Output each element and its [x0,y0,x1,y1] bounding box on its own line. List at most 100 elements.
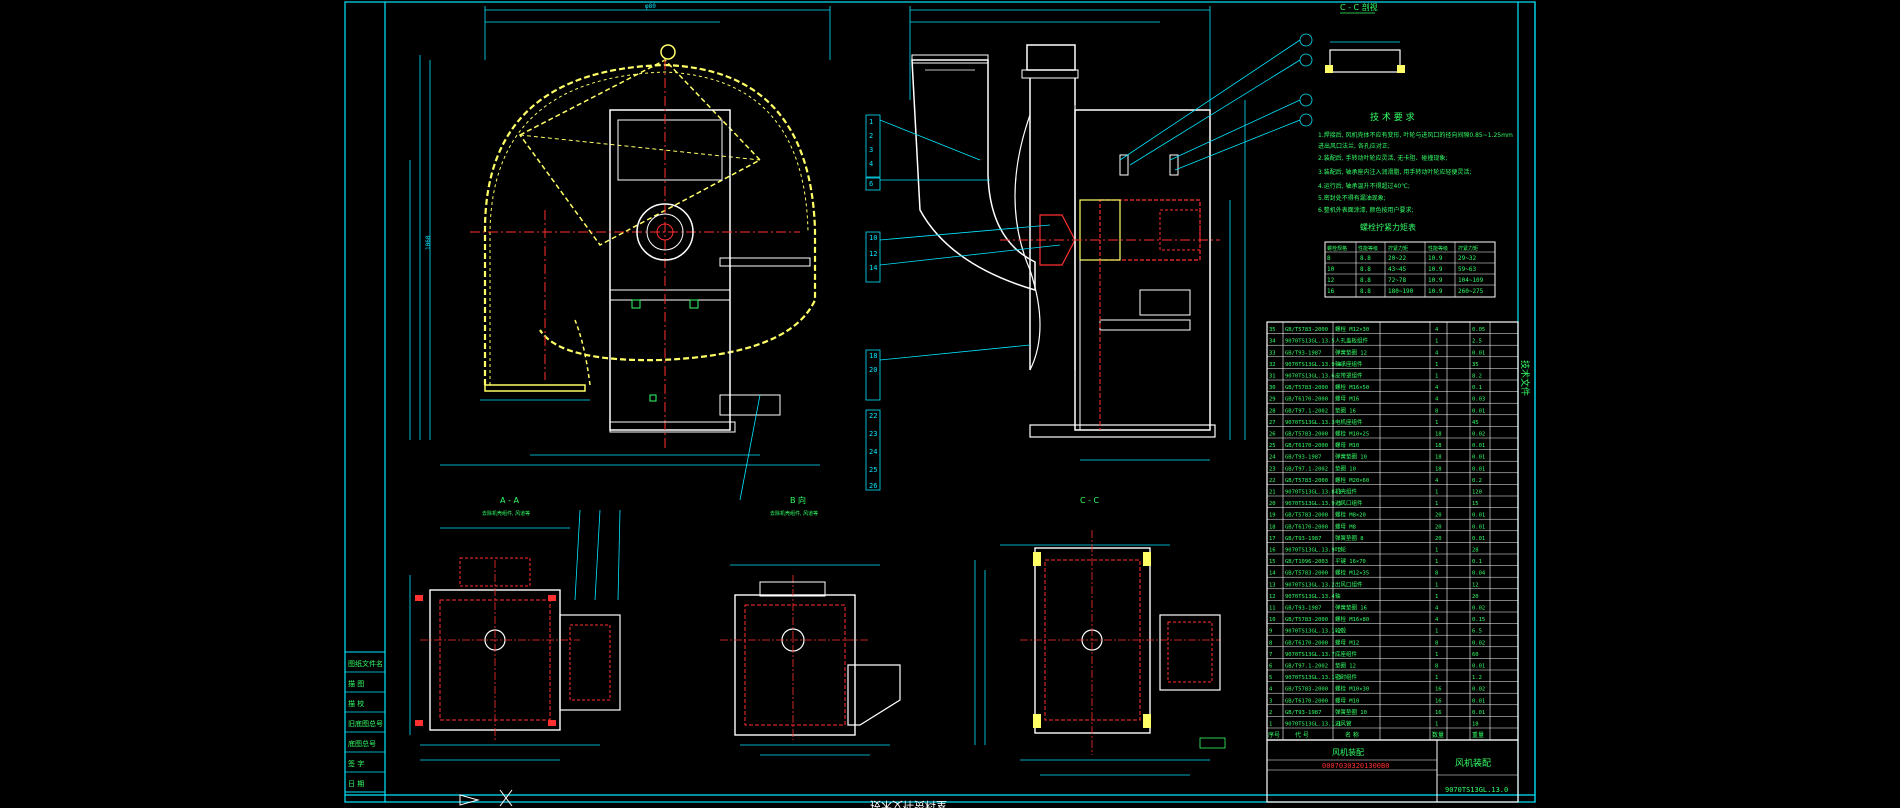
bolt-cell: 43~45 [1388,266,1406,273]
bom-cell: 4 [1435,397,1439,403]
bom-cell: 31 [1269,374,1276,380]
bom-cell: 9070TS13GL.13.9-4 [1285,362,1342,368]
bom-cell: 叶轮 [1335,546,1347,554]
bom-cell: 螺母 M8 [1335,522,1356,530]
bom-cell: 垫圈 16 [1335,406,1356,414]
bolt-h2: 拧紧力矩 [1388,245,1408,252]
tech-line-4: 4.运行后, 轴承温升不得超过40℃; [1318,182,1410,190]
bom-cell: 35 [1472,362,1479,368]
bolt-cell: 12 [1327,277,1335,284]
bom-cell: 人孔盖板组件 [1335,337,1369,345]
bom-cell: 螺栓 M12×30 [1335,325,1369,333]
bom-cell: 1 [1435,362,1438,368]
bom-cell: 螺栓 M20×60 [1335,476,1369,484]
bom-cell: 4 [1435,327,1439,333]
bom-cell: 18 [1269,524,1276,530]
bom-cell: GB/T6170-2000 [1285,443,1328,449]
bom-h1: 代 号 [1295,731,1309,739]
bom-cell: 9070TS13GL.13.6 [1285,374,1335,380]
tech-line-2: 2.装配后, 手转动叶轮应灵活, 无卡阻、碰撞现象; [1318,154,1447,162]
bom-cell: 进风管 [1335,720,1352,728]
bottom-caption: 技术文件资料室 [870,799,947,808]
bom-cell: 6 [1269,664,1272,670]
bolt-h4: 拧紧力矩 [1458,245,1478,252]
bom-cell: 4 [1435,385,1439,391]
bom-cell: GB/T6170-2000 [1285,698,1328,704]
bom-cell: 16 [1435,687,1442,693]
bom-cell: 15 [1472,501,1479,507]
title-right-name: 风机装配 [1455,757,1491,769]
bom-cell: 螺母 M16 [1335,395,1359,403]
left-title-strip: 图纸文件名 描 图 描 校 旧底图总号 底图总号 签 字 日 期 [344,651,386,793]
bom-cell: 0.01 [1472,536,1485,542]
side-view: 1 2 3 4 6 10 12 14 18 20 22 23 24 25 26 [865,6,1313,491]
view-cc: C - C [974,496,1226,776]
bom-cell: 4 [1435,350,1439,356]
bom-cell: 0.01 [1472,710,1485,716]
bom-cell: 1 [1435,490,1438,496]
bom-cell: 4 [1435,478,1439,484]
bom-cell: 平键 16×70 [1335,557,1366,565]
bom-cell: 20 [1435,513,1442,519]
bom-cell: 13 [1269,582,1276,588]
bom-cell: 18 [1435,466,1442,472]
bom-cell: 16 [1435,698,1442,704]
bolt-cell: 180~190 [1388,288,1414,295]
bom-cell: 5 [1269,675,1272,681]
bom-cell: 0.01 [1472,443,1485,449]
bom-cell: 20 [1269,501,1276,507]
bom-cell: 0.02 [1472,432,1485,438]
balloon-6: 6 [869,180,873,188]
bom-cell: 11 [1269,606,1276,612]
bom-cell: 4 [1269,687,1273,693]
bolt-cell: 10.9 [1428,288,1443,295]
bolt-h3: 性能等级 [1428,245,1448,252]
bom-cell: GB/T6170-2000 [1285,397,1328,403]
bolt-cell: 8 [1327,255,1331,262]
balloon-26: 26 [869,482,877,490]
balloon-10: 10 [869,234,877,242]
bom-cell: 28 [1269,408,1276,414]
bom-cell: GB/T93-1987 [1285,350,1321,356]
view-cc-title: C - C [1080,496,1100,505]
bom-cell: 15 [1269,559,1276,565]
bom-cell: 30 [1269,385,1276,391]
bom-cell: 弹簧垫圈 16 [1335,604,1367,612]
bom-cell: 14 [1269,571,1276,577]
bottom-arrow-symbols [459,789,513,807]
bom-cell: GB/T93-1987 [1285,455,1321,461]
bom-cell: 9070TS13GL.13.4 [1285,594,1335,600]
bom-cell: 1 [1435,594,1438,600]
bom-cell: 45 [1472,420,1479,426]
bom-cell: 1 [1435,548,1438,554]
bom-cell: 9070TS13GL.13.1-3 [1285,675,1341,681]
bom-cell: 6.5 [1472,629,1482,635]
bom-cell: 7 [1269,652,1272,658]
bom-cell: 9070TS13GL.13.1-1 [1285,722,1341,728]
bom-cell: 1 [1435,501,1438,507]
bom-cell: 9070TS13GL.13.8-3 [1285,490,1341,496]
bom-cell: 底座组件 [1335,650,1358,658]
bolt-cell: 16 [1327,288,1335,295]
bom-cell: 0.01 [1472,466,1485,472]
balloon-23: 23 [869,430,877,438]
bom-cell: 1.2 [1472,675,1482,681]
bom-cell: 轴承座组件 [1335,360,1363,368]
bom-cell: 8 [1435,571,1438,577]
balloon-4: 4 [869,160,873,168]
bom-cell: 0.1 [1472,385,1482,391]
bom-cell: 21 [1269,490,1276,496]
balloon-20: 20 [869,366,877,374]
bom-cell: 3 [1269,698,1272,704]
bom-cell: 18 [1435,432,1442,438]
view-aa: A - A 去除机壳组件, 风道等 [409,496,621,761]
bom-cell: 0.02 [1472,606,1485,612]
bom-cell: 20 [1435,536,1442,542]
dim-left-1: 1060 [425,235,432,250]
bom-cell: 8 [1435,408,1438,414]
bom-cell: 0.01 [1472,350,1485,356]
front-view: φ80 1060 [409,3,831,501]
bom-cell: 1 [1435,374,1438,380]
bom-cell: 螺栓 M16×50 [1335,383,1369,391]
